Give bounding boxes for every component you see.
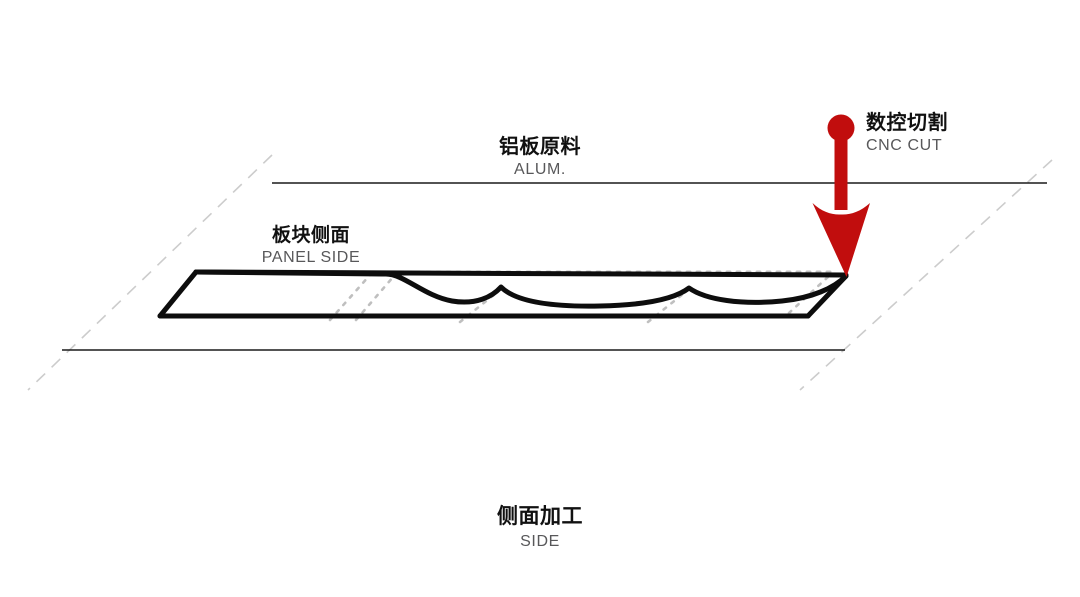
cnc-arrow-group [812, 114, 870, 277]
label-panel-side: 板块侧面 PANEL SIDE [182, 225, 440, 267]
label-alum-en: ALUM. [514, 161, 566, 179]
cnc-arrow-knob-icon [827, 114, 855, 142]
cnc-arrow-stem [834, 136, 848, 210]
label-alum-cn: 铝板原料 [499, 136, 581, 158]
diagram-caption-cn: 侧面加工 [497, 505, 583, 528]
guide-plane-group [27, 154, 1053, 391]
dotted-tick-a [328, 273, 372, 322]
guide-diagonal-left-line [27, 154, 273, 391]
label-panel-side-en: PANEL SIDE [261, 249, 361, 267]
diagram-caption-en: SIDE [520, 532, 560, 550]
cnc-arrow-head-icon [812, 203, 870, 277]
dotted-tick-e [787, 274, 831, 315]
label-cnc-cut-cn: 数控切割 [866, 112, 948, 134]
label-cnc-cut-en: CNC CUT [866, 137, 943, 155]
panel-left-slant-edge [157, 269, 199, 319]
dotted-tick-b [354, 274, 396, 322]
panel-profile-group [157, 269, 849, 319]
label-panel-side-cn: 板块侧面 [271, 225, 350, 246]
label-aluminium-raw-material: 铝板原料 ALUM. [408, 136, 672, 179]
diagram-caption: 侧面加工 SIDE [420, 505, 660, 550]
panel-machined-wave-edge [193, 269, 849, 309]
guide-diagonal-right-line [799, 159, 1053, 391]
label-cnc-cut: 数控切割 CNC CUT [866, 112, 1066, 155]
